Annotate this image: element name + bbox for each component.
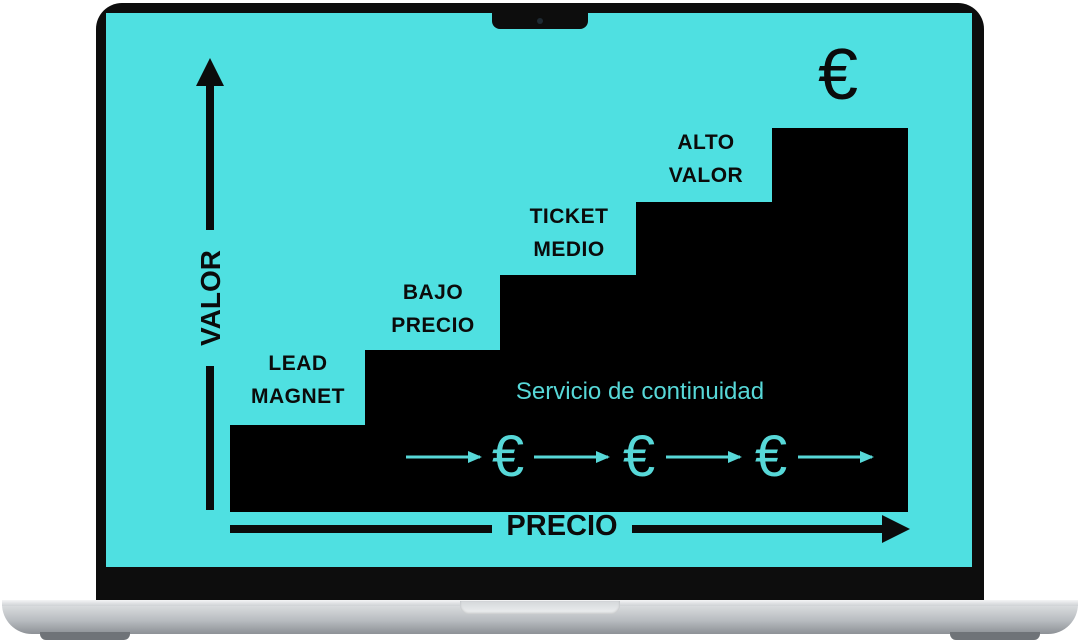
step-label-line: TICKET [529, 205, 609, 228]
step-label-line: VALOR [668, 164, 744, 187]
euro-icon-large: € [817, 35, 859, 115]
staircase-shape [230, 128, 908, 512]
laptop-foot-right [950, 632, 1040, 640]
laptop-chin [96, 567, 984, 601]
y-axis-line-lower [206, 366, 214, 510]
lid-opener-notch [460, 601, 620, 614]
step-label-line: BAJO [402, 281, 464, 304]
y-axis-arrowhead [196, 58, 224, 86]
step-label-line: ALTO [677, 131, 735, 154]
euro-icon: € [622, 424, 656, 489]
x-axis-arrowhead [882, 515, 910, 543]
laptop-foot-left [40, 632, 130, 640]
step-label-alto-valor: ALTO VALOR [646, 126, 766, 192]
y-axis-line-upper [206, 80, 214, 230]
x-axis-label: PRECIO [506, 510, 618, 542]
continuity-service-label: Servicio de continuidad [515, 378, 765, 405]
step-label-ticket-medio: TICKET MEDIO [509, 200, 629, 266]
step-label-line: MEDIO [533, 238, 605, 261]
step-label-line: MAGNET [251, 385, 345, 408]
step-label-bajo-precio: BAJO PRECIO [373, 276, 493, 342]
x-axis-line-left [230, 525, 492, 533]
y-axis-label: VALOR [195, 250, 226, 346]
camera-icon [537, 18, 543, 24]
step-label-lead-magnet: LEAD MAGNET [238, 347, 358, 413]
x-axis-line-right [632, 525, 888, 533]
euro-icon: € [754, 424, 788, 489]
euro-icon: € [491, 424, 525, 489]
step-label-line: PRECIO [391, 314, 475, 337]
step-label-line: LEAD [268, 352, 328, 375]
